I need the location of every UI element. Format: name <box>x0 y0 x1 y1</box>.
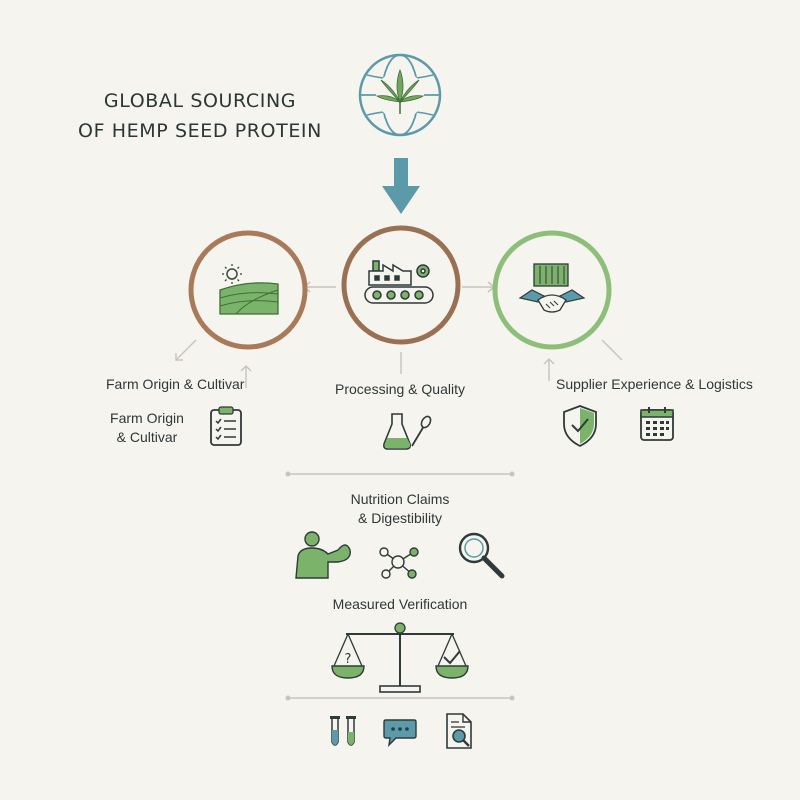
test-tubes-icon <box>330 716 356 746</box>
speech-bubble-icon <box>383 719 417 747</box>
field-sun-icon <box>219 264 279 315</box>
check-mark-icon <box>443 650 461 665</box>
stage-label-farm: Farm Origin & Cultivar <box>106 376 245 392</box>
clipboard-checklist-icon <box>210 406 242 446</box>
stage-label-processing: Processing & Quality <box>335 381 465 397</box>
stage-processing-circle <box>341 225 461 345</box>
stage-label-supplier: Supplier Experience & Logistics <box>556 376 753 392</box>
down-arrow-icon <box>382 158 420 214</box>
farm-detail-line-2: & Cultivar <box>116 429 178 445</box>
divider-1 <box>285 471 515 477</box>
stage-farm-circle <box>188 230 308 350</box>
balance-scale-icon: ? <box>331 622 469 693</box>
page-title: GLOBAL SOURCING OF HEMP SEED PROTEIN <box>60 86 340 146</box>
pointer-arrow-farm <box>175 339 197 361</box>
muscle-person-icon <box>295 531 351 579</box>
document-search-icon <box>446 713 472 749</box>
divider-2 <box>285 695 515 701</box>
magnifier-icon <box>458 532 505 579</box>
shield-check-icon <box>563 405 597 448</box>
nutrition-line-2: & Digestibility <box>357 510 443 526</box>
farm-detail-line-1: Farm Origin <box>110 410 184 426</box>
farm-detail-label: Farm Origin & Cultivar <box>92 409 202 447</box>
question-mark-icon: ? <box>345 652 352 667</box>
flask-spoon-icon <box>383 413 432 450</box>
calendar-icon <box>640 407 674 441</box>
nutrition-line-1: Nutrition Claims <box>350 491 450 507</box>
pointer-arrow-supplier-up <box>543 358 555 381</box>
title-line-1: GLOBAL SOURCING <box>103 90 297 112</box>
factory-conveyor-icon <box>364 260 434 304</box>
container-handshake-icon <box>518 263 586 313</box>
molecule-icon <box>379 547 419 579</box>
pointer-arrow-supplier <box>601 339 623 361</box>
pointer-processing-line <box>400 352 402 374</box>
nutrition-label: Nutrition Claims & Digestibility <box>310 490 490 528</box>
verification-label: Measured Verification <box>332 596 468 612</box>
stage-supplier-circle <box>492 230 612 350</box>
title-line-2: OF HEMP SEED PROTEIN <box>78 120 322 142</box>
pointer-arrow-farm-up <box>240 365 252 388</box>
globe-hemp-icon <box>358 53 442 137</box>
